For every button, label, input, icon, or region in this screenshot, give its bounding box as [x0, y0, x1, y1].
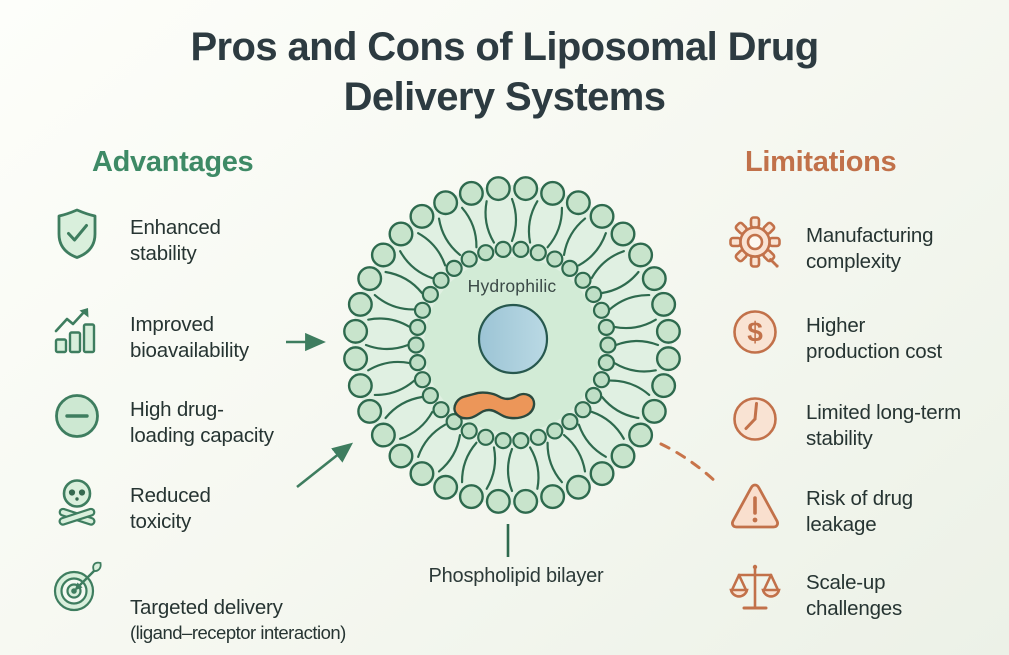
page-title: Pros and Cons of Liposomal Drug Delivery…: [190, 25, 819, 119]
limitation-label: Manufacturing complexity: [806, 224, 934, 273]
warning-triangle-icon: [731, 483, 779, 529]
skull-crossbones-icon: [58, 479, 96, 526]
advantage-label: High drug- loading capacity: [130, 398, 274, 447]
circle-minus-icon: [55, 394, 99, 438]
limitation-label: Higher production cost: [806, 314, 943, 363]
shield-check-icon: [57, 208, 97, 259]
advantage-item: Enhanced stability: [48, 205, 221, 267]
gear-icon: [729, 216, 781, 268]
bar-chart-growth-icon: [54, 308, 96, 354]
advantage-label: Improved bioavailability: [130, 313, 249, 362]
limitation-item: $ Higher production cost: [726, 303, 942, 365]
dollar-circle-icon: $: [733, 310, 777, 354]
limitation-item: Limited long-term stability: [726, 390, 961, 452]
advantage-label: Enhanced stability: [130, 216, 221, 265]
advantage-label: Reduced toxicity: [130, 484, 211, 533]
limitation-label: Risk of drug leakage: [806, 487, 913, 536]
limitations-heading: Limitations: [745, 146, 897, 178]
advantage-item: Reduced toxicity: [48, 473, 211, 535]
limitation-item: Manufacturing complexity: [726, 213, 934, 275]
limitation-item: Scale-up challenges: [726, 560, 902, 622]
advantage-item: Targeted delivery (ligand–receptor inter…: [48, 559, 346, 655]
advantage-sublabel: (ligand–receptor interaction): [130, 622, 346, 643]
advantage-item: Improved bioavailability: [48, 302, 249, 364]
hydrophilic-drug-circle: [477, 303, 549, 375]
advantage-label-main: Targeted delivery: [130, 596, 283, 619]
advantage-item: High drug- loading capacity: [48, 387, 274, 449]
limitation-label: Limited long-term stability: [806, 401, 961, 450]
limitation-item: Risk of drug leakage: [726, 476, 913, 538]
liposome-diagram: Hydrophilic: [343, 176, 681, 514]
advantages-heading: Advantages: [92, 146, 254, 178]
clock-icon: [733, 397, 777, 441]
dollar-glyph: $: [747, 317, 763, 348]
balance-scale-icon: [729, 564, 781, 610]
limitation-label: Scale-up challenges: [806, 571, 903, 620]
drug-cargo-squiggle: [453, 391, 536, 420]
advantage-label: Targeted delivery (ligand–receptor inter…: [130, 569, 346, 655]
target-dart-icon: [53, 561, 102, 612]
phospholipid-bilayer-label: Phospholipid bilayer: [428, 565, 604, 587]
hydrophilic-label: Hydrophilic: [468, 276, 557, 296]
